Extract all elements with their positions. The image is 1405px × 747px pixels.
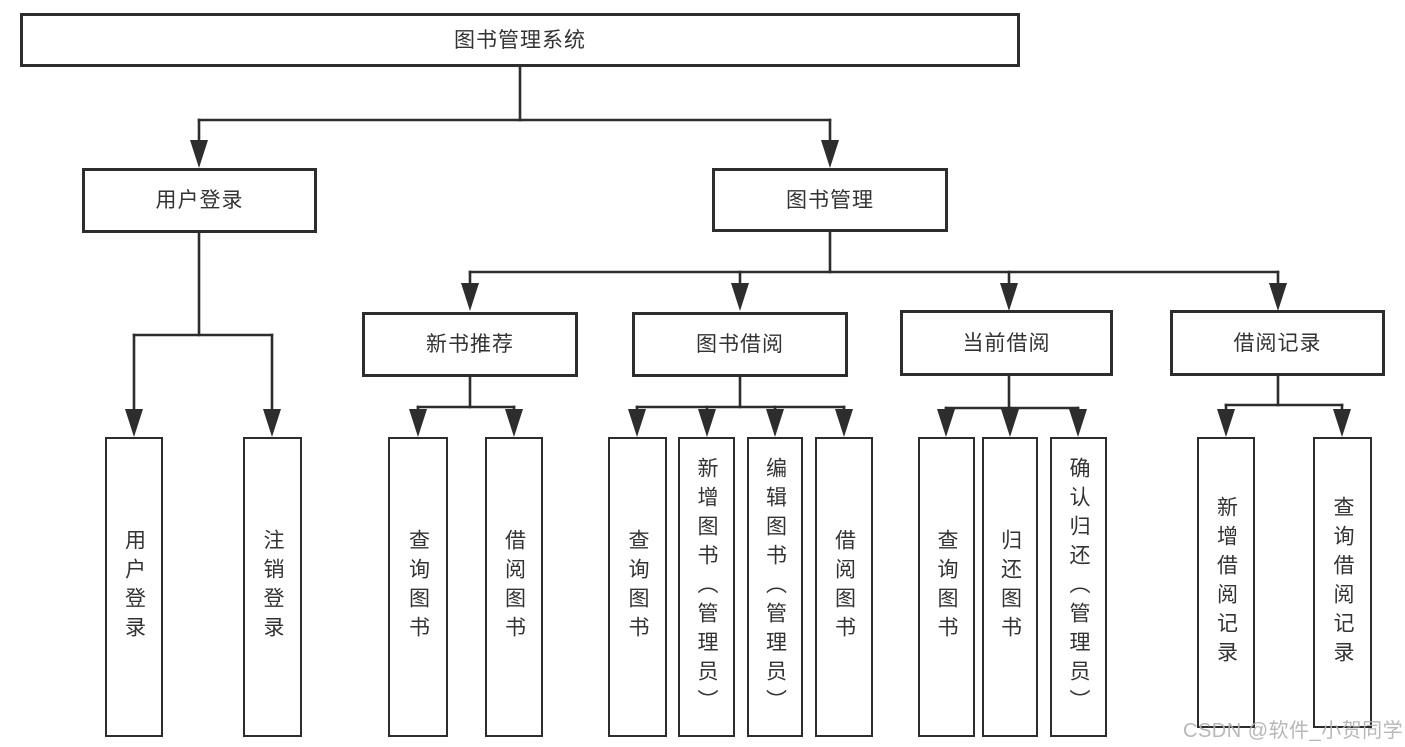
node-label: 编辑图书（管理员） [763, 456, 787, 718]
node-label: 新增借阅记录 [1214, 495, 1238, 670]
node-label: 借阅记录 [1233, 331, 1322, 355]
node-label: 当前借阅 [962, 331, 1051, 355]
node-leaf-query-borrow-record: 查询借阅记录 [1313, 437, 1372, 728]
node-label: 查询图书 [626, 529, 649, 645]
node-leaf-query-books-1: 查询图书 [388, 437, 448, 737]
node-leaf-borrow-books-2: 借阅图书 [815, 437, 873, 737]
node-label: 图书借阅 [696, 333, 784, 356]
node-label: 用户登录 [155, 189, 244, 212]
node-label: 确认归还（管理员） [1067, 456, 1090, 718]
node-label: 查询图书 [935, 529, 958, 645]
node-leaf-edit-books-admin: 编辑图书（管理员） [747, 437, 803, 737]
node-label: 借阅图书 [502, 529, 526, 645]
node-label: 新书推荐 [426, 333, 514, 356]
node-root-system: 图书管理系统 [20, 13, 1020, 67]
node-label: 归还图书 [998, 529, 1022, 645]
node-book-borrowing: 图书借阅 [632, 312, 848, 377]
node-leaf-add-borrow-record: 新增借阅记录 [1197, 437, 1255, 728]
node-new-book-recommend: 新书推荐 [362, 312, 578, 377]
node-label: 查询借阅记录 [1331, 495, 1354, 670]
node-leaf-query-books-2: 查询图书 [608, 437, 667, 737]
watermark-text: CSDN @软件_小贺同学 [1183, 720, 1404, 742]
node-leaf-logout: 注销登录 [243, 437, 302, 737]
node-label: 查询图书 [406, 529, 430, 645]
node-leaf-confirm-return: 确认归还（管理员） [1050, 437, 1107, 737]
node-leaf-borrow-books-1: 借阅图书 [485, 437, 543, 737]
node-label: 图书管理 [786, 188, 874, 212]
node-label: 用户登录 [122, 529, 146, 645]
node-current-borrowing: 当前借阅 [900, 310, 1113, 376]
node-borrowing-records: 借阅记录 [1170, 310, 1385, 376]
node-user-login-module: 用户登录 [82, 168, 317, 233]
node-leaf-return-books: 归还图书 [982, 437, 1038, 737]
node-label: 新增图书（管理员） [695, 456, 718, 718]
node-leaf-user-login: 用户登录 [105, 437, 163, 737]
node-book-management-module: 图书管理 [712, 168, 948, 232]
node-label: 借阅图书 [832, 529, 856, 645]
node-label: 注销登录 [261, 529, 284, 645]
node-leaf-add-books-admin: 新增图书（管理员） [678, 437, 735, 737]
node-label: 图书管理系统 [454, 28, 586, 52]
node-leaf-query-books-3: 查询图书 [918, 437, 975, 737]
